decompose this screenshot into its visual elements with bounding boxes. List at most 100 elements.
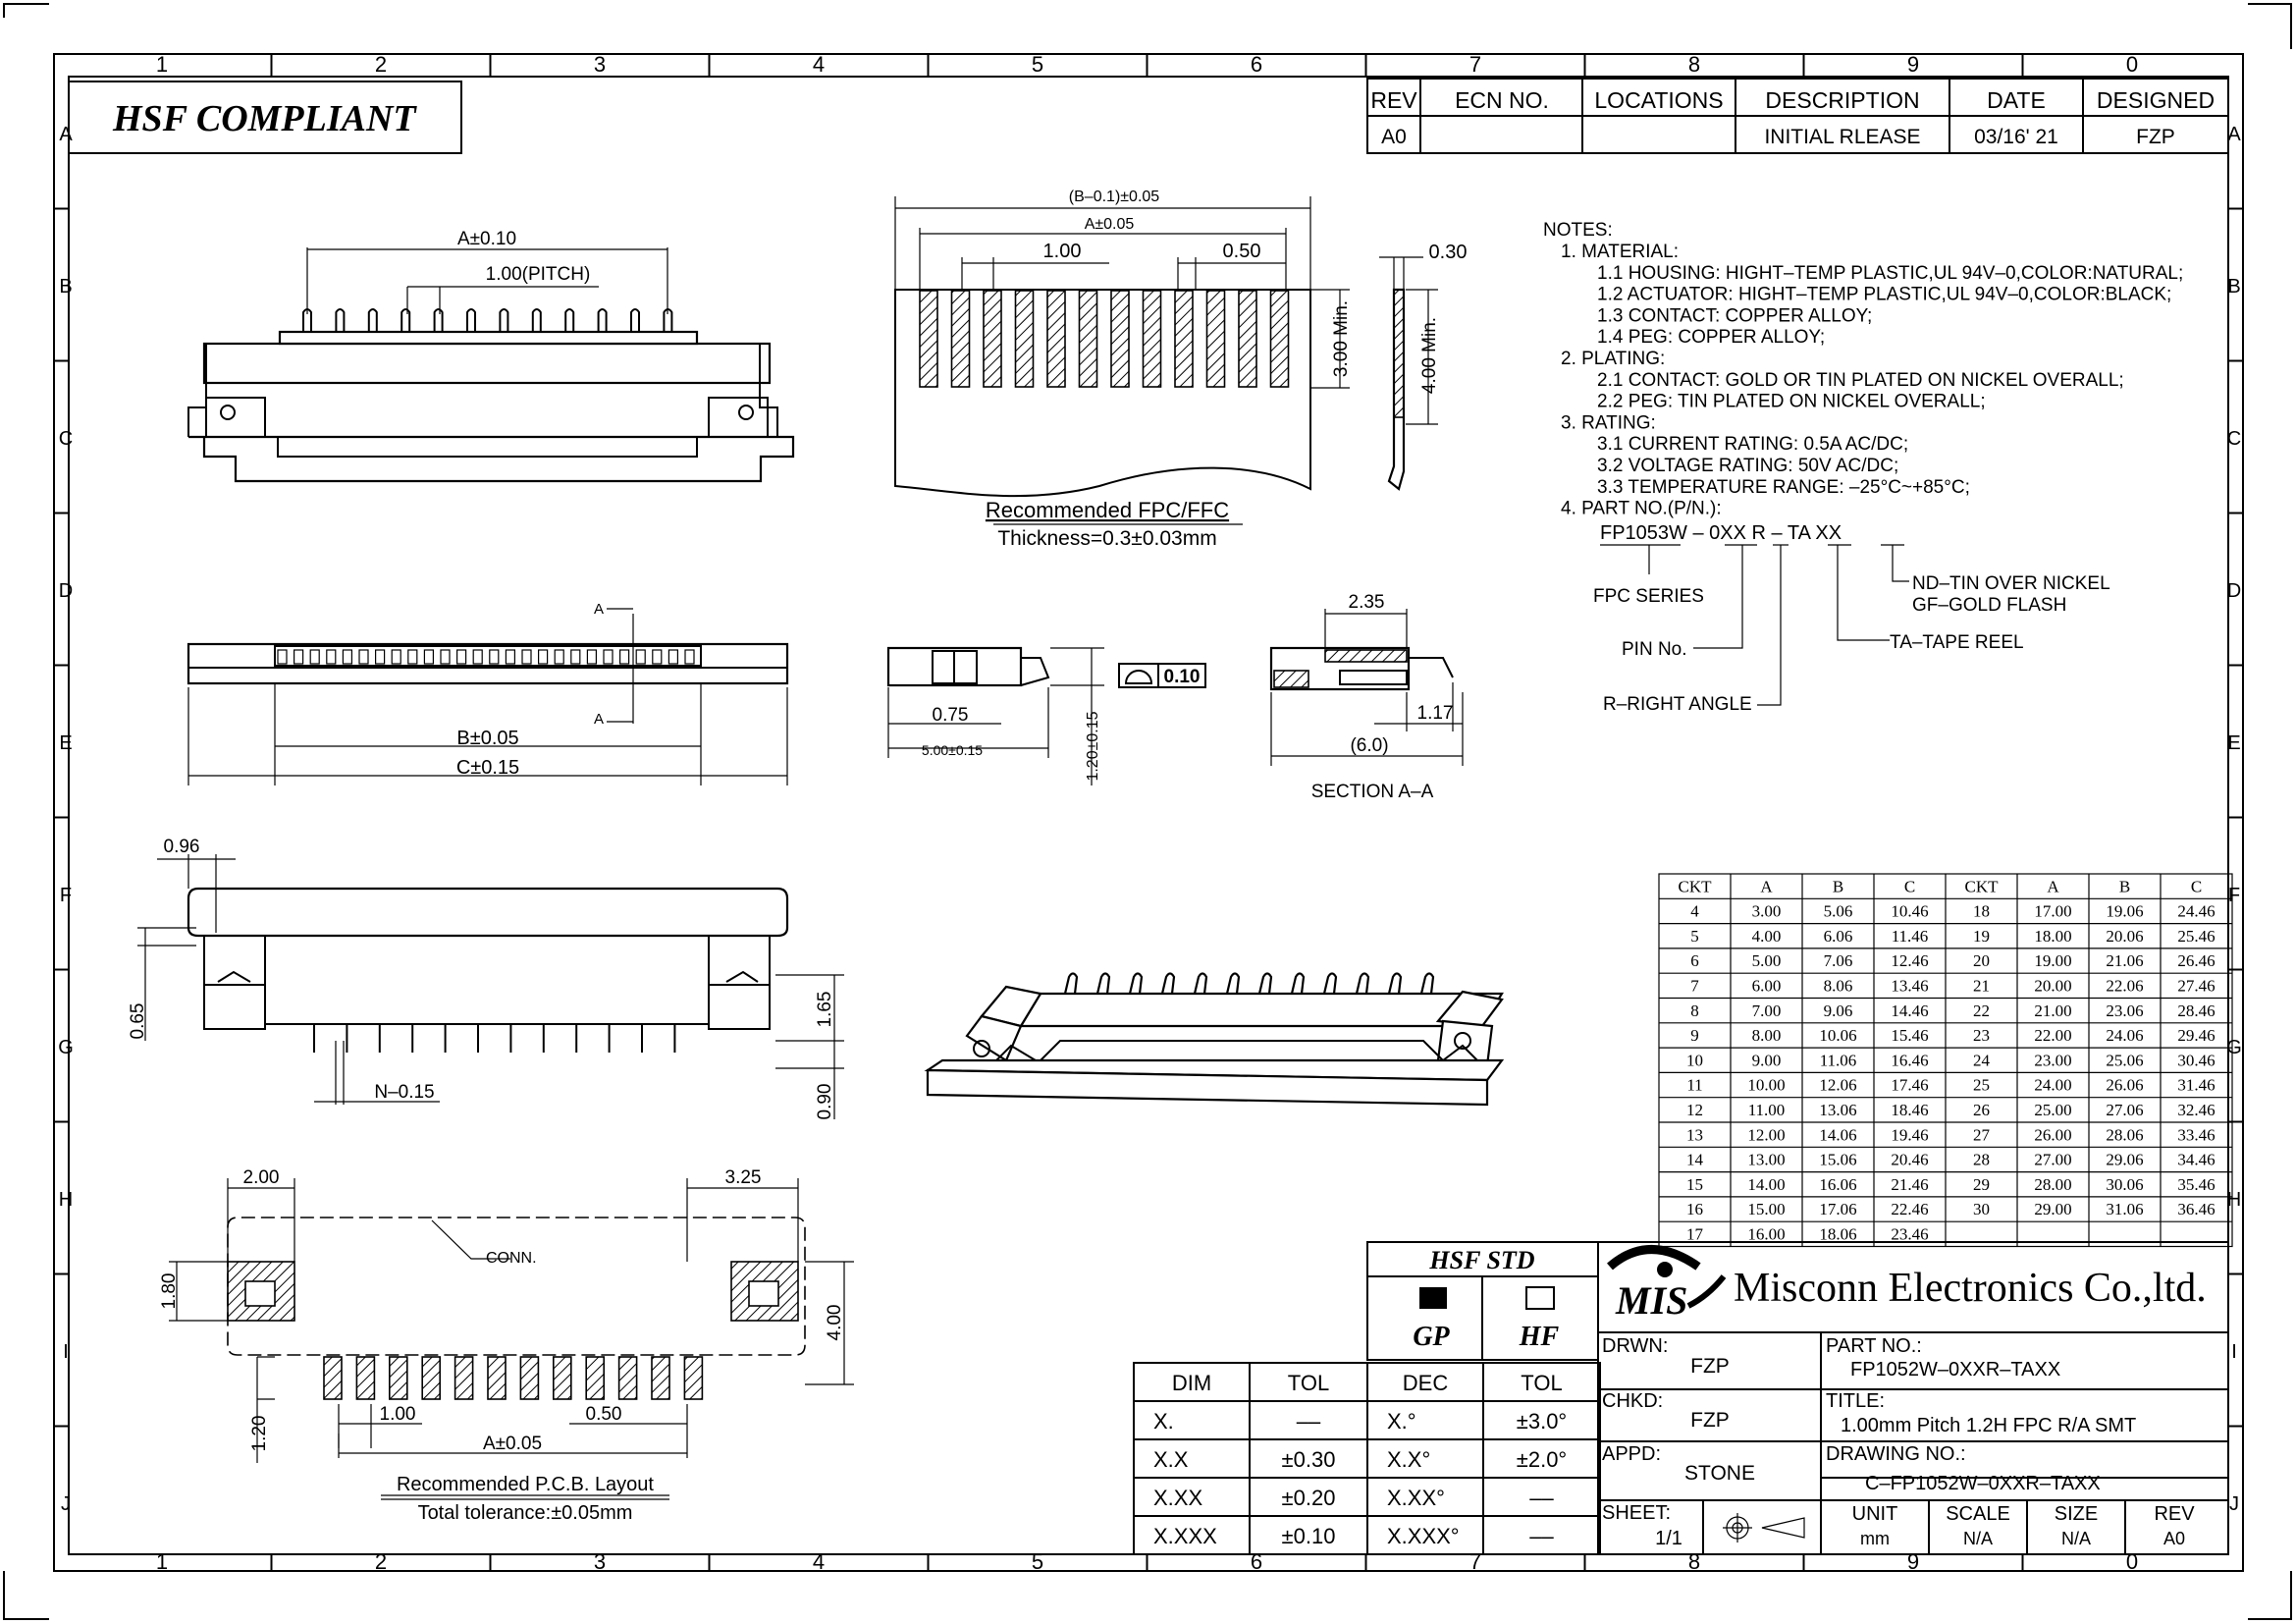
note-line: 3.3 TEMPERATURE RANGE: –25°C~+85°C; (1597, 477, 1970, 498)
ckt-cell: 30.06 (2106, 1175, 2143, 1194)
tol-cell: –– (1529, 1486, 1554, 1510)
ckt-cell: 29.46 (2177, 1026, 2215, 1045)
ckt-cell: 26.46 (2177, 951, 2215, 970)
zone-row-left: J (61, 1493, 71, 1515)
sheet-label: SHEET: (1602, 1502, 1671, 1524)
ckt-cell: 10.06 (1819, 1026, 1856, 1045)
ckt-cell: 15.00 (1747, 1200, 1785, 1218)
ckt-cell: 22.06 (2106, 977, 2143, 996)
title-value: 1.00mm Pitch 1.2H FPC R/A SMT (1841, 1415, 2136, 1436)
ckt-cell: 26.06 (2106, 1076, 2143, 1095)
ckt-cell: 20 (1973, 951, 1990, 970)
zone-col-bottom: 3 (594, 1549, 606, 1574)
tol-cell: ±2.0° (1517, 1447, 1567, 1472)
zone-row-right: J (2229, 1493, 2239, 1515)
ckt-cell: 12.06 (1819, 1076, 1856, 1095)
chkd-value: FZP (1690, 1409, 1730, 1432)
tolerance-table: DIMX.X.XX.XXX.XXXTOL––±0.30±0.20±0.10DEC… (1133, 1362, 1601, 1555)
ckt-cell: 12 (1686, 1101, 1703, 1119)
zone-col-top: 6 (1251, 52, 1262, 77)
scale-label: SCALE (1946, 1503, 2010, 1525)
tol-cell: X.° (1387, 1409, 1416, 1434)
side-view: 5.00±0.15 0.75 1.20±0.15 0.10 (886, 646, 1206, 785)
fpc-030-dim: 0.30 (1429, 242, 1468, 263)
bot-n-dim: N–0.15 (374, 1082, 434, 1103)
legend-gf: GF–GOLD FLASH (1912, 595, 2066, 616)
ckt-cell: 19.00 (2034, 951, 2071, 970)
zone-col-bottom: 8 (1688, 1549, 1700, 1574)
front-c-dim: C±0.15 (456, 757, 519, 779)
pcb-100-dim: 1.00 (380, 1404, 416, 1425)
ckt-cell: 13.00 (1747, 1151, 1785, 1169)
zone-row-right: E (2227, 732, 2240, 754)
fpc-a-dim: A±0.05 (1085, 216, 1135, 233)
ckt-cell: 27 (1973, 1125, 1991, 1144)
zone-col-top: 4 (813, 52, 825, 77)
ckt-cell: 28 (1973, 1151, 1990, 1169)
top-pitch-dim: 1.00(PITCH) (486, 264, 591, 285)
ckt-cell: 11 (1686, 1076, 1702, 1095)
ckt-cell: 24.46 (2177, 902, 2215, 921)
side-flatness-dim: 0.10 (1164, 667, 1201, 687)
tol-cell: X.XX° (1387, 1486, 1445, 1510)
tol-cell: X.X° (1387, 1447, 1430, 1472)
gp-filled-box (1419, 1287, 1447, 1309)
fpc-050-dim: 0.50 (1223, 241, 1261, 262)
tol-cell: X.X (1153, 1447, 1189, 1472)
ckt-cell: 8 (1690, 1001, 1699, 1020)
hsf-std-block: HSF STD GP HF (1366, 1241, 1599, 1361)
ckt-cell: 14.00 (1747, 1175, 1785, 1194)
ckt-cell: 19.46 (1891, 1125, 1928, 1144)
pcb-tolerance: Total tolerance:±0.05mm (418, 1502, 633, 1524)
ckt-cell: 23.00 (2034, 1051, 2071, 1069)
notes: NOTES: 1. MATERIAL:1.1 HOUSING: HIGHT–TE… (1543, 220, 2183, 715)
ckt-header: B (2119, 877, 2130, 895)
bot-065-dim: 0.65 (128, 1003, 148, 1040)
note-line: 2.2 PEG: TIN PLATED ON NICKEL OVERALL; (1597, 392, 1986, 412)
ckt-cell: 23 (1973, 1026, 1990, 1045)
ckt-cell: 24 (1973, 1051, 1991, 1069)
company-name: Misconn Electronics Co.,ltd. (1734, 1266, 2207, 1311)
ckt-cell: 12.00 (1747, 1125, 1785, 1144)
front-view: B±0.05 C±0.15 A A (187, 601, 789, 785)
zone-col-bottom: 5 (1032, 1549, 1043, 1574)
fpc-title: Recommended FPC/FFC (986, 498, 1229, 522)
ckt-cell: 6 (1690, 951, 1699, 970)
ckt-cell: 14 (1686, 1151, 1704, 1169)
ckt-cell: 20.00 (2034, 977, 2071, 996)
zone-row-right: H (2227, 1189, 2241, 1211)
crop-marks (3, 3, 2292, 1620)
side-500-dim: 5.00±0.15 (922, 742, 983, 758)
ckt-header: B (1833, 877, 1843, 895)
legend-pin-no: PIN No. (1622, 639, 1687, 660)
section-a-a: 2.35 1.17 (6.0) SECTION A–A (1269, 592, 1464, 802)
ckt-header: CKT (1965, 877, 2000, 895)
tol-cell: ±3.0° (1517, 1409, 1567, 1434)
zone-row-right: F (2228, 885, 2240, 906)
ckt-cell: 18.06 (1819, 1225, 1856, 1244)
pcb-conn-label: CONN. (486, 1250, 537, 1267)
ckt-cell: 20.06 (2106, 927, 2143, 946)
isometric-view (924, 972, 1505, 1107)
rev-header: REV (1370, 87, 1417, 113)
zone-row-right: A (2227, 124, 2241, 145)
zone-col-top: 5 (1032, 52, 1043, 77)
pcb-120-dim: 1.20 (249, 1416, 270, 1452)
ckt-cell: 10.46 (1891, 902, 1928, 921)
ckt-cell: 31.06 (2106, 1200, 2143, 1218)
ckt-cell: 29.06 (2106, 1151, 2143, 1169)
zone-row-left: F (60, 885, 72, 906)
ckt-cell: 26.00 (2034, 1125, 2071, 1144)
ckt-cell: 14.06 (1819, 1125, 1856, 1144)
note-line: 2.1 CONTACT: GOLD OR TIN PLATED ON NICKE… (1597, 370, 2124, 391)
zone-row-left: D (59, 580, 73, 602)
pcb-200-dim: 2.00 (243, 1167, 280, 1188)
tol-header: TOL (1288, 1371, 1329, 1395)
ckt-cell: 6.06 (1824, 927, 1853, 946)
note-line: 1.4 PEG: COPPER ALLOY; (1597, 327, 1825, 348)
note-line: 4. PART NO.(P/N.): (1561, 499, 1722, 519)
ckt-cell: 28.06 (2106, 1125, 2143, 1144)
top-view: A±0.10 1.00(PITCH) (187, 229, 795, 483)
hsf-std-title: HSF STD (1428, 1246, 1534, 1274)
zone-col-top: 2 (375, 52, 387, 77)
